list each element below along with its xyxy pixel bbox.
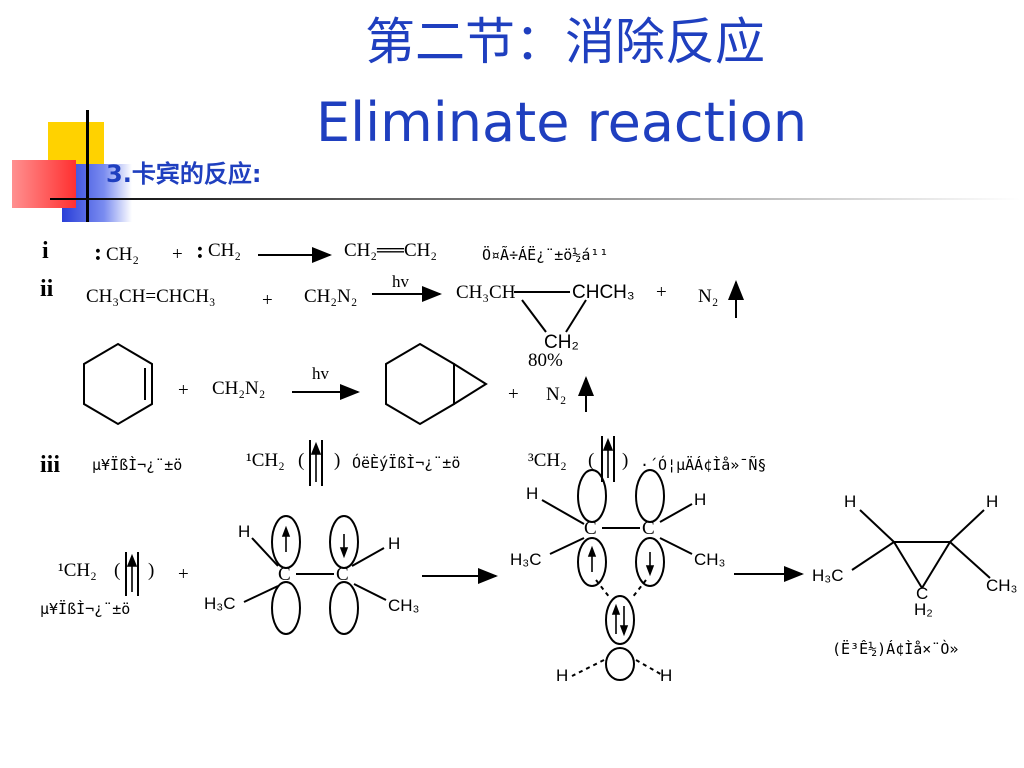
atom-h: H xyxy=(986,492,999,511)
section-heading: 3.卡宾的反应: xyxy=(106,160,262,188)
p-orbital-lobe xyxy=(329,515,359,569)
cyclohexene-ring xyxy=(83,342,153,426)
condition-hv: hv xyxy=(392,272,409,291)
nitrogen: N₂ xyxy=(698,286,719,307)
atom-c: C xyxy=(916,584,929,603)
atom-h: H xyxy=(526,484,539,503)
yield: 80% xyxy=(528,350,563,371)
nitrogen: N₂ xyxy=(546,384,567,405)
plus-sign: + xyxy=(508,384,519,405)
paren: ( xyxy=(588,450,595,471)
norcarane-ring xyxy=(385,342,455,426)
plus-sign: + xyxy=(178,380,189,401)
carbene-1: CH₂ xyxy=(106,244,140,265)
methyl-group: H₃C xyxy=(812,566,844,585)
ring-ch2: H₂ xyxy=(914,600,933,619)
atom-h: H xyxy=(388,534,401,553)
methyl-group: H₃C xyxy=(510,550,542,569)
deco-red-square xyxy=(12,160,76,208)
atom-c: C xyxy=(336,564,349,585)
singlet-carbene-name: µ¥ÏßÌ¬¿¨±ö xyxy=(92,456,183,474)
p-orbital-lobe xyxy=(577,537,607,587)
plus-sign: + xyxy=(656,282,667,303)
singlet-carbene-name: µ¥ÏßÌ¬¿¨±ö xyxy=(40,600,131,618)
methyl-group: CH₃ xyxy=(694,550,726,569)
triplet-carbene-name: ÓëÈýÏßÌ¬¿¨±ö xyxy=(352,454,461,472)
p-orbital-lobe xyxy=(271,515,301,569)
paren: ) xyxy=(334,450,341,471)
methyl-group: H₃C xyxy=(204,594,236,613)
lone-pair-dots: : xyxy=(196,238,204,264)
p-orbital-lobe xyxy=(635,469,665,523)
product-ch3ch: CH₃CH xyxy=(456,282,516,303)
plus-sign: + xyxy=(178,564,189,585)
label-iii: iii xyxy=(40,452,61,478)
page-title: 第二节：消除反应 xyxy=(365,13,765,71)
atom-c: C xyxy=(584,518,597,539)
methyl-group: CH₃ xyxy=(388,596,420,615)
carbene-orbital xyxy=(605,595,635,645)
atom-c: C xyxy=(278,564,291,585)
atom-h: H xyxy=(660,666,673,685)
deco-vertical-line xyxy=(86,110,89,222)
ring-bond xyxy=(565,299,587,333)
page-subtitle: Eliminate reaction xyxy=(316,91,808,154)
condition-hv: hv xyxy=(312,364,329,383)
paren: ( xyxy=(298,450,305,471)
singlet-carbene-formula: ¹CH₂ xyxy=(246,450,285,471)
triplet-carbene-formula: ³CH₂ xyxy=(528,450,567,471)
p-orbital-lobe xyxy=(271,581,301,635)
singlet-carbene-formula: ¹CH₂ xyxy=(58,560,97,581)
atom-h: H xyxy=(556,666,569,685)
diazomethane: CH₂N₂ xyxy=(212,378,266,399)
ethylene: CH₂══CH₂ xyxy=(344,240,437,261)
product-chch3: CHCH₃ xyxy=(572,282,635,303)
carbene-orbital xyxy=(605,647,635,681)
lone-pair-dots: : xyxy=(94,240,102,266)
methyl-group: CH₃ xyxy=(986,576,1018,595)
atom-c: C xyxy=(642,518,655,539)
atom-h: H xyxy=(238,522,251,541)
paren: ( xyxy=(114,560,121,581)
diazomethane: CH₂N₂ xyxy=(304,286,358,307)
p-orbital-lobe xyxy=(577,469,607,523)
product-ch2: CH₂ xyxy=(544,332,579,353)
corner-decoration xyxy=(0,110,1024,230)
plus-sign: + xyxy=(262,290,273,311)
deco-horizontal-line xyxy=(50,198,1020,200)
cyclopropane-ring xyxy=(453,363,488,405)
paren: ) xyxy=(622,450,629,471)
reaction-i-note: Ö¤Ã÷ÁË¿¨±ö½á¹¹ xyxy=(482,246,609,264)
stereochemistry-note: ·´Ó¦µÄÁ¢Ìå»¯Ñ§ xyxy=(640,456,767,474)
paren: ) xyxy=(148,560,155,581)
product-note: (Ë³Ê½)Á¢Ìå×¨Ò» xyxy=(832,640,959,658)
label-ii: ii xyxy=(40,276,54,302)
p-orbital-lobe xyxy=(329,581,359,635)
label-i: i xyxy=(42,238,49,264)
p-orbital-lobe xyxy=(635,537,665,587)
ring-bond xyxy=(521,299,547,333)
butene: CH₃CH=CHCH₃ xyxy=(86,286,216,307)
carbene-2: CH₂ xyxy=(208,240,242,261)
plus-sign: + xyxy=(172,244,183,265)
atom-h: H xyxy=(694,490,707,509)
atom-h: H xyxy=(844,492,857,511)
